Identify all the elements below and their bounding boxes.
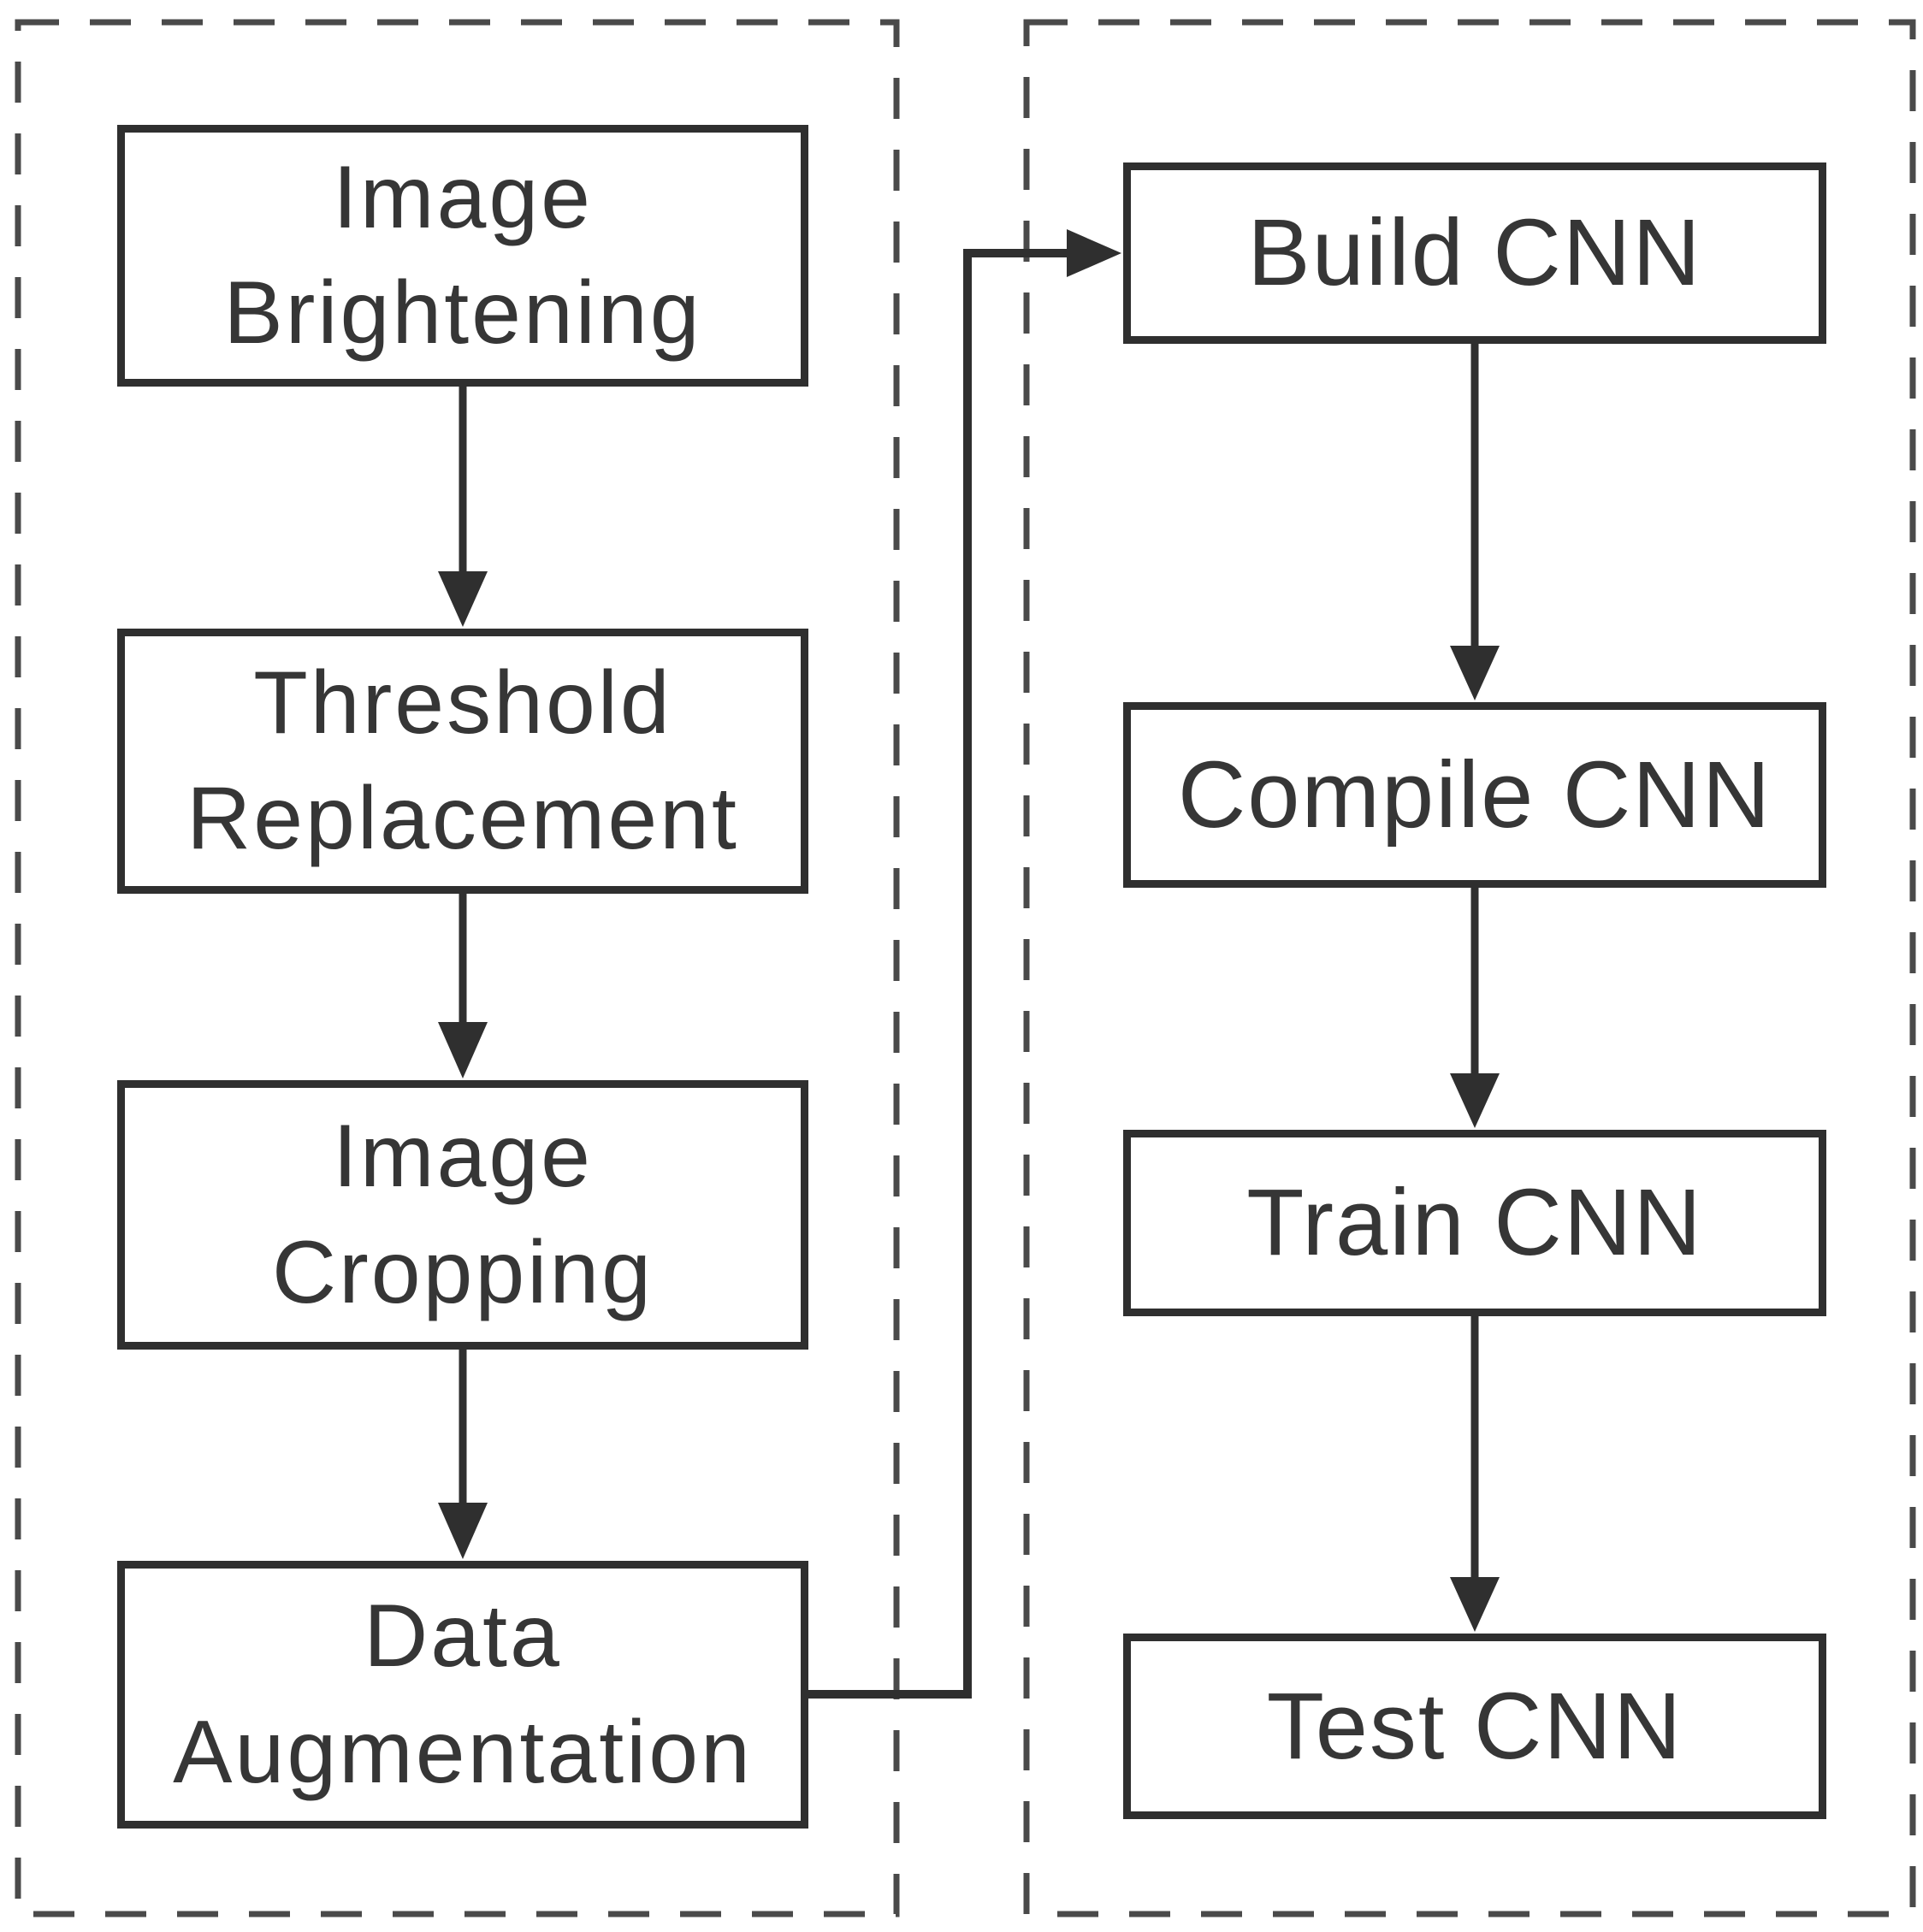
node-image-cropping: Image Cropping — [117, 1080, 808, 1350]
node-label-line: Replacement — [186, 769, 739, 868]
arrow-build-to-compile — [1450, 344, 1500, 700]
node-build-cnn: Build CNN — [1123, 162, 1826, 344]
arrow-brightening-to-threshold — [438, 387, 488, 627]
node-data-augmentation: Data Augmentation — [117, 1561, 808, 1829]
arrow-train-to-test — [1450, 1316, 1500, 1632]
node-image-brightening: Image Brightening — [117, 125, 808, 387]
node-label-line: Compile CNN — [1177, 741, 1772, 848]
node-compile-cnn: Compile CNN — [1123, 702, 1826, 888]
node-label-line: Build CNN — [1247, 200, 1702, 305]
arrow-compile-to-train — [1450, 888, 1500, 1128]
node-test-cnn: Test CNN — [1123, 1634, 1826, 1819]
node-label-line: Cropping — [271, 1222, 654, 1322]
node-label-line: Train CNN — [1246, 1170, 1703, 1275]
node-label-line: Data — [364, 1586, 562, 1687]
node-label-line: Image — [332, 1107, 594, 1207]
node-train-cnn: Train CNN — [1123, 1130, 1826, 1316]
node-label-line: Image — [332, 147, 594, 247]
arrow-threshold-to-cropping — [438, 894, 488, 1078]
cnn-panel-border — [1023, 19, 1916, 1917]
node-label-line: Augmentation — [173, 1702, 753, 1802]
node-label-line: Test CNN — [1266, 1673, 1683, 1779]
connector-augmentation-to-build — [805, 229, 1121, 1699]
arrow-cropping-to-augmentation — [438, 1350, 488, 1559]
node-label-line: Brightening — [223, 263, 702, 363]
preprocessing-panel-border — [15, 19, 900, 1917]
node-label-line: Threshold — [253, 653, 672, 753]
node-threshold-replacement: Threshold Replacement — [117, 629, 808, 894]
